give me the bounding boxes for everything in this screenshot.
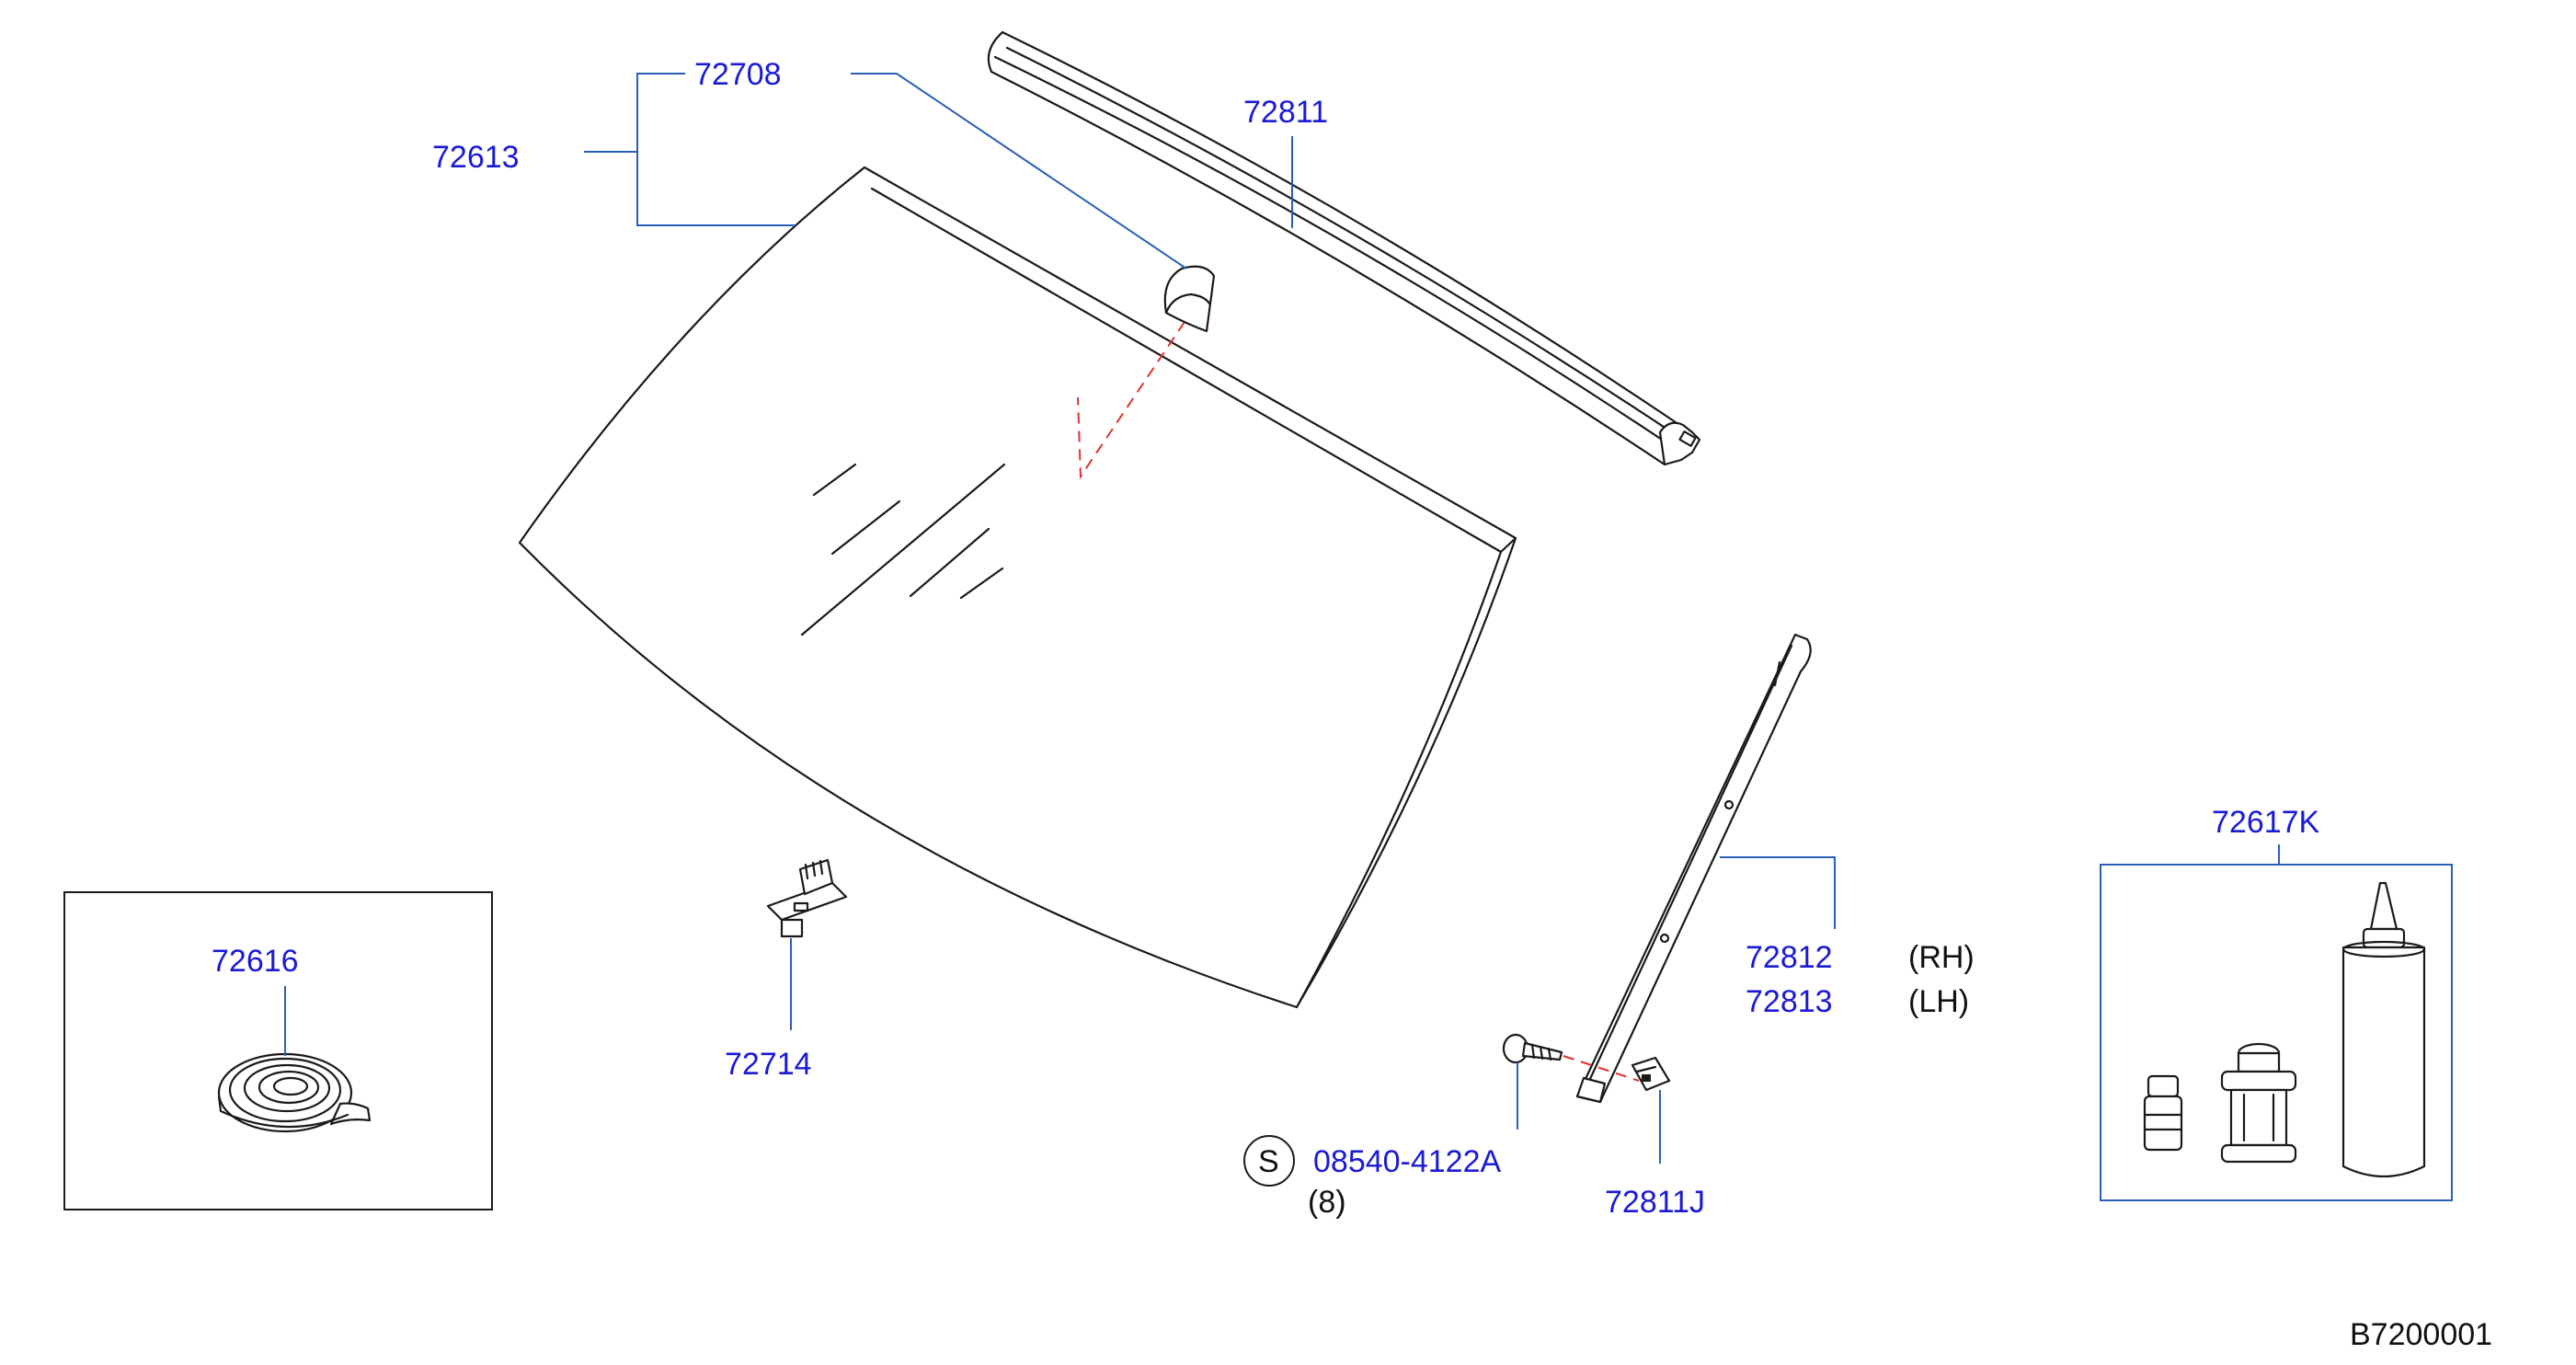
screw-symbol-circle	[1243, 1135, 1295, 1187]
label-72617k[interactable]: 72617K	[2212, 805, 2320, 840]
mirror-base-part[interactable]	[1163, 265, 1216, 333]
leader-lines	[284, 73, 2280, 1164]
label-72613[interactable]: 72613	[432, 140, 520, 175]
label-lh: (LH)	[1908, 984, 1969, 1019]
label-72813[interactable]: 72813	[1746, 984, 1833, 1019]
label-72714[interactable]: 72714	[725, 1047, 812, 1082]
side-molding-part[interactable]	[1575, 633, 1812, 1104]
sealant-box	[63, 891, 493, 1210]
screw-part[interactable]	[1502, 1033, 1563, 1064]
label-rh: (RH)	[1908, 940, 1975, 975]
screw-symbol: S	[1258, 1144, 1279, 1179]
label-72811[interactable]: 72811	[1243, 95, 1328, 130]
label-72812[interactable]: 72812	[1746, 940, 1833, 975]
upper-molding-part[interactable]	[987, 30, 1701, 466]
primer-can-part[interactable]	[2220, 1042, 2297, 1164]
primer-bottle-part[interactable]	[2143, 1074, 2183, 1152]
windshield-glass[interactable]	[518, 166, 1517, 1009]
label-72811j[interactable]: 72811J	[1605, 1185, 1705, 1220]
part-labels: 72613 72708 72811 72616 72714 72812 7281…	[212, 57, 2492, 1352]
molding-clip-part[interactable]	[1631, 1056, 1671, 1092]
label-08540-4122a[interactable]: 08540-4122A	[1313, 1144, 1502, 1179]
diagram-code: B7200001	[2350, 1317, 2492, 1352]
label-72708[interactable]: 72708	[694, 57, 782, 92]
spacer-clip-part[interactable]	[766, 858, 848, 938]
screw-assembly-line	[1563, 1055, 1640, 1082]
screw-quantity: (8)	[1308, 1185, 1346, 1220]
sealant-coil-part[interactable]	[217, 1052, 372, 1133]
adhesive-kit-box	[2100, 864, 2453, 1201]
adhesive-cartridge-part[interactable]	[2341, 881, 2426, 1178]
label-72616[interactable]: 72616	[212, 944, 299, 979]
mirror-base-position-line	[1077, 321, 1185, 480]
